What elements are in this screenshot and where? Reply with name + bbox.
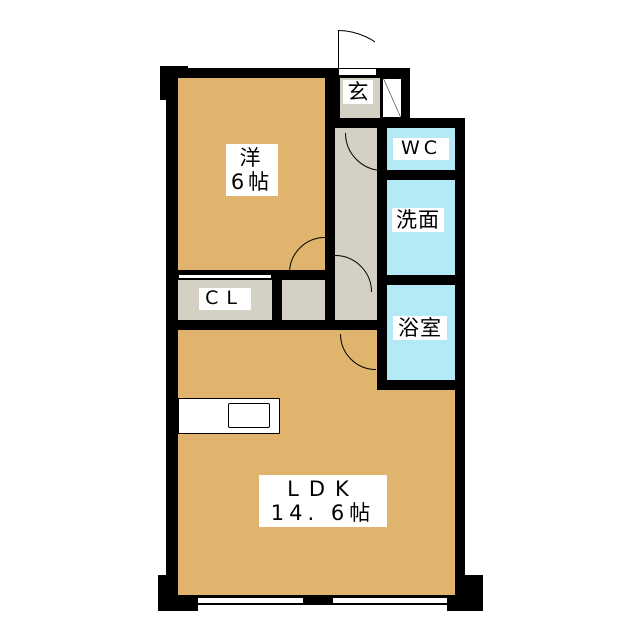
wc-label: WC [393, 137, 449, 160]
ldk-label: LDK 14. 6帖 [259, 475, 387, 528]
western-room-name: 洋 [239, 146, 265, 170]
closet-rail [178, 274, 272, 279]
shoe-cabinet [382, 78, 402, 118]
window-right [333, 597, 447, 604]
kitchen-sink [228, 403, 270, 428]
western-room-size: 6帖 [230, 170, 274, 195]
entrance-label: 玄 [343, 80, 373, 105]
ldk-room-extension [377, 390, 455, 595]
kitchen-counter [178, 398, 280, 434]
ldk-room-name: LDK [287, 477, 359, 501]
window-left [198, 597, 303, 604]
closet-label: CL [199, 287, 251, 310]
bathroom-label: 浴室 [393, 316, 447, 341]
storage [282, 280, 325, 320]
entrance-door-opening [338, 68, 377, 76]
washroom-label: 洗面 [392, 208, 444, 233]
ldk-room [178, 330, 377, 595]
western-label: 洋 6帖 [226, 144, 278, 197]
ldk-room-size: 14. 6帖 [270, 501, 376, 526]
